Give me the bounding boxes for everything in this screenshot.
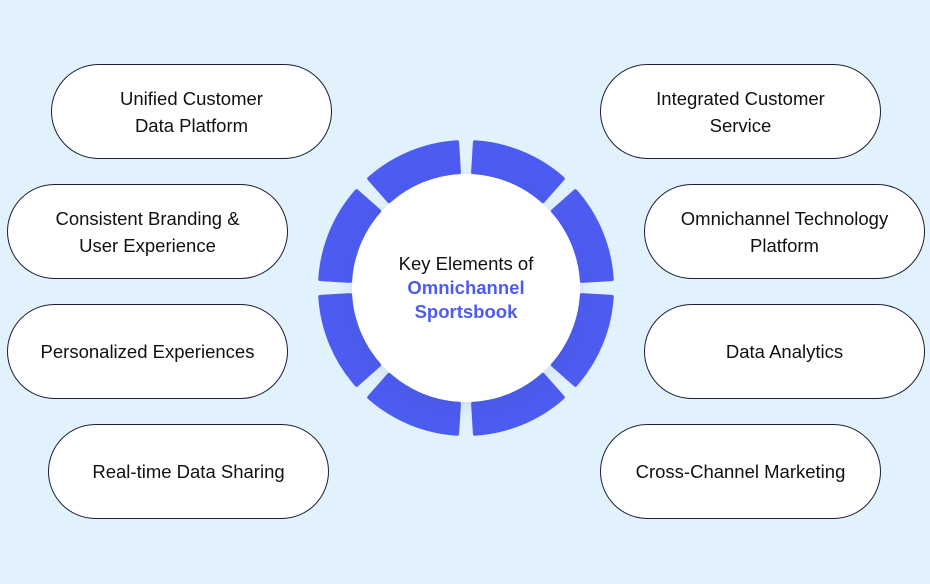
element-pill-omnichannel-technology-platform: Omnichannel Technology Platform <box>644 184 925 279</box>
ring-segment <box>550 189 614 283</box>
element-label: Personalized Experiences <box>40 341 255 362</box>
element-label: Omnichannel Technology Platform <box>680 207 889 256</box>
element-pill-consistent-branding: Consistent Branding & User Experience <box>7 184 288 279</box>
element-label: Real-time Data Sharing <box>92 461 285 482</box>
element-label: Unified Customer Data Platform <box>120 87 263 136</box>
center-circle: Key Elements of Omnichannel Sportsbook <box>352 174 580 402</box>
element-label: Consistent Branding & User Experience <box>55 207 240 256</box>
element-pill-unified-customer-data-platform: Unified Customer Data Platform <box>51 64 332 159</box>
ring-segment <box>318 189 382 283</box>
element-pill-real-time-data-sharing: Real-time Data Sharing <box>48 424 329 519</box>
ring-segment <box>471 140 565 204</box>
element-label: Cross-Channel Marketing <box>635 461 846 482</box>
center-title: Key Elements of <box>398 253 534 274</box>
ring-segment <box>318 293 382 387</box>
center-highlight: Omnichannel Sportsbook <box>407 277 525 322</box>
element-pill-cross-channel-marketing: Cross-Channel Marketing <box>600 424 881 519</box>
ring-segment <box>367 140 461 204</box>
element-pill-integrated-customer-service: Integrated Customer Service <box>600 64 881 159</box>
element-pill-personalized-experiences: Personalized Experiences <box>7 304 288 399</box>
element-label: Data Analytics <box>725 341 844 362</box>
ring-segment <box>367 372 461 436</box>
element-label: Integrated Customer Service <box>656 87 825 136</box>
ring-segment <box>550 293 614 387</box>
element-pill-data-analytics: Data Analytics <box>644 304 925 399</box>
ring-segment <box>471 372 565 436</box>
